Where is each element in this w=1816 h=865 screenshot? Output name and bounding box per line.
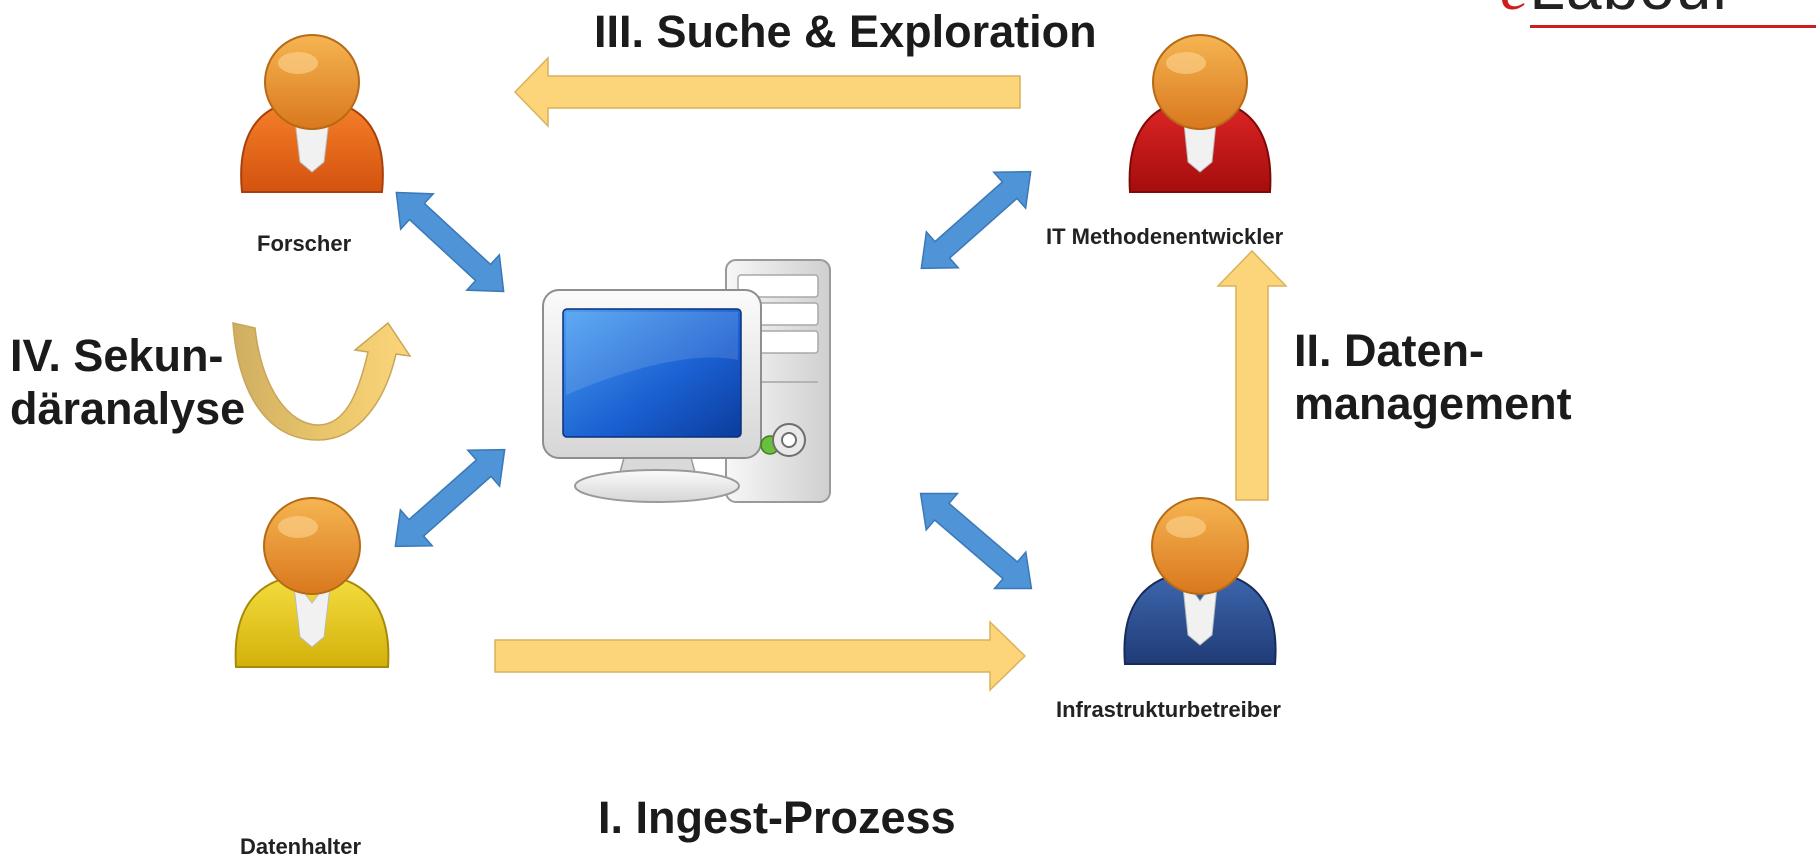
data-holder-person-icon: [234, 497, 390, 668]
data-management-arrow: [1216, 249, 1288, 501]
logo-prefix: e: [1500, 0, 1529, 23]
it-developer-label: IT Methodenentwickler: [1046, 224, 1284, 249]
computer-icon: [542, 259, 831, 503]
ingest-process-label: I. Ingest-Prozess: [598, 792, 956, 843]
link-arrow-infrastructure-operator: [919, 492, 1033, 590]
data-management-label-line2: management: [1294, 378, 1572, 429]
infrastructure-operator-person-icon: [1123, 497, 1277, 665]
link-arrow-researcher: [395, 191, 505, 293]
secondary-analysis-label-line2: däranalyse: [10, 383, 246, 434]
researcher-person-icon: [240, 34, 384, 193]
researcher-label: Forscher: [257, 231, 352, 256]
data-management-label-line1: II. Daten-: [1294, 325, 1485, 376]
secondary-analysis-label-line1: IV. Sekun-: [10, 330, 224, 381]
search-exploration-arrow: [513, 56, 1021, 128]
logo-underline: [1530, 25, 1816, 28]
link-arrow-it-developer: [920, 170, 1032, 270]
it-developer-person-icon: [1128, 34, 1272, 193]
infrastructure-operator-label: Infrastrukturbetreiber: [1056, 697, 1281, 722]
link-arrow-data-holder: [394, 448, 506, 548]
data-holder-label: Datenhalter: [240, 834, 362, 859]
ingest-process-arrow: [494, 620, 1027, 692]
search-exploration-label: III. Suche & Exploration: [594, 6, 1097, 57]
elabour-logo: eLabour: [1500, 0, 1816, 32]
secondary-analysis-arrow: [232, 321, 412, 441]
logo-text: Labour: [1529, 0, 1734, 23]
